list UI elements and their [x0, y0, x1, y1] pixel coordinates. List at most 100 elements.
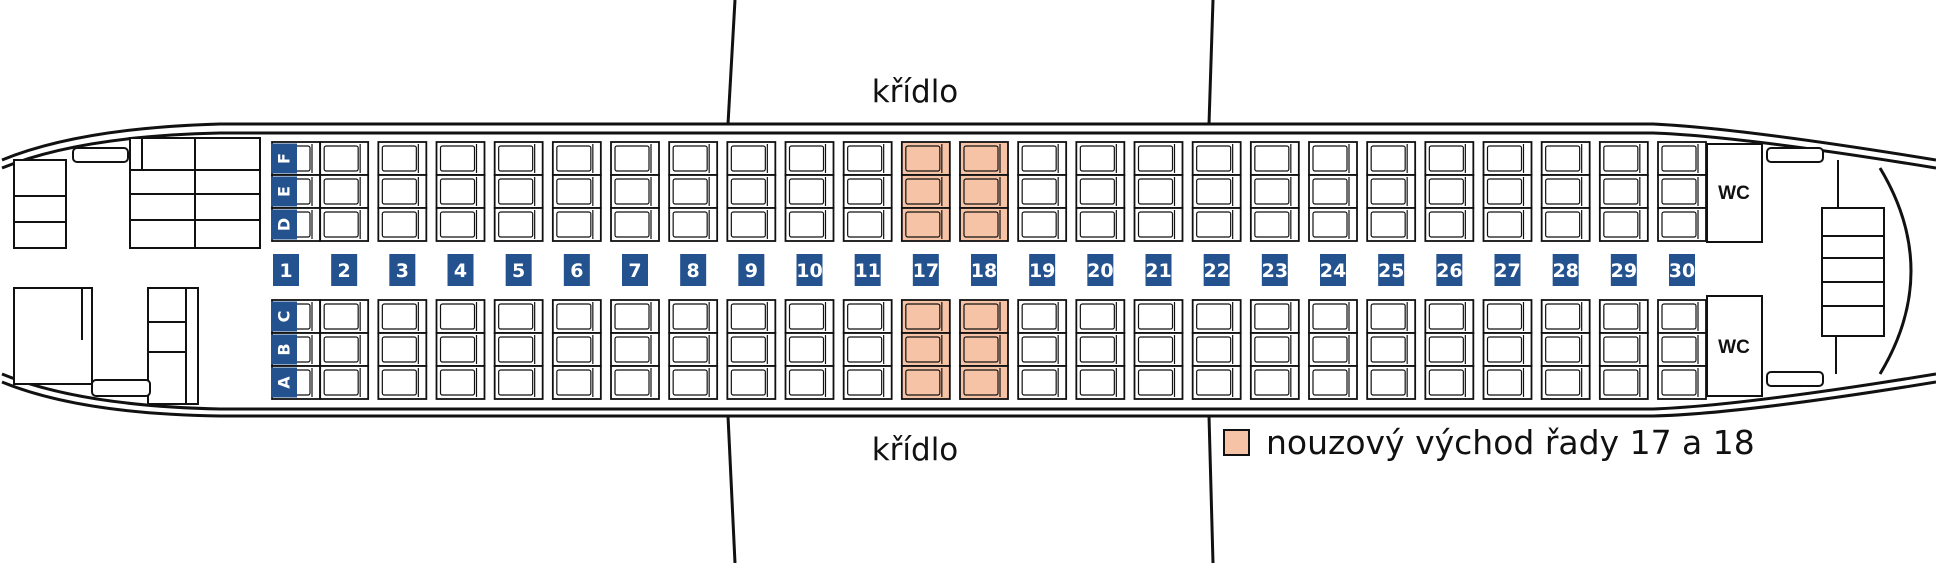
- row-number-9: 9: [745, 260, 758, 282]
- seat-8E: [668, 174, 719, 209]
- row-number-7: 7: [628, 260, 641, 282]
- seat-22B: [1191, 332, 1242, 367]
- seat-24D: [1308, 141, 1358, 176]
- seat-22A: [1191, 365, 1242, 400]
- column-letter-E: E: [275, 186, 294, 197]
- seat-28F: [1540, 207, 1591, 242]
- seat-29E: [1598, 174, 1649, 209]
- seat-27D: [1482, 141, 1533, 176]
- row-number-26: 26: [1436, 260, 1462, 282]
- seat-19A: [1017, 365, 1068, 400]
- seat-10A: [784, 365, 835, 400]
- row-number-8: 8: [687, 260, 700, 282]
- seat-3F: [377, 207, 428, 242]
- row-badge-5: 5: [505, 254, 532, 286]
- seat-23F: [1249, 207, 1300, 242]
- seat-6B: [551, 332, 602, 367]
- seat-4E: [435, 174, 486, 209]
- seat-27B: [1482, 332, 1533, 367]
- column-letter-C: C: [275, 311, 294, 323]
- seat-11A: [842, 365, 893, 400]
- column-letter-F: F: [275, 153, 294, 164]
- seat-7D: [610, 141, 660, 176]
- seat-18F: [959, 207, 1009, 242]
- wing-label-bottom: křídlo: [872, 432, 959, 468]
- seat-22C: [1191, 299, 1242, 334]
- seat-22D: [1191, 141, 1242, 176]
- row-number-2: 2: [338, 260, 351, 282]
- seat-30D: [1657, 141, 1707, 176]
- row-number-27: 27: [1494, 260, 1520, 282]
- seat-10F: [784, 207, 835, 242]
- seat-9A: [726, 365, 777, 400]
- seat-11D: [842, 141, 893, 176]
- seat-20F: [1075, 207, 1126, 242]
- seat-30C: [1657, 299, 1707, 334]
- seat-17B: [900, 332, 951, 367]
- row-badge-2: 2: [331, 254, 358, 286]
- seat-6F: [551, 207, 602, 242]
- seat-28E: [1540, 174, 1591, 209]
- seat-6D: [551, 141, 602, 176]
- column-letter-B: B: [275, 343, 294, 355]
- seat-5A: [493, 365, 544, 400]
- seat-24E: [1308, 174, 1358, 209]
- wing-label-top: křídlo: [872, 74, 959, 110]
- seat-5C: [493, 299, 544, 334]
- seat-24F: [1308, 207, 1358, 242]
- seat-8F: [668, 207, 719, 242]
- row-badge-4: 4: [447, 254, 474, 286]
- row-badge-8: 8: [680, 254, 707, 286]
- row-badge-19: 19: [1029, 254, 1055, 286]
- row-number-29: 29: [1611, 260, 1637, 282]
- seat-19E: [1017, 174, 1068, 209]
- row-badge-18: 18: [971, 254, 997, 286]
- wc-label-upper: WC: [1718, 183, 1750, 204]
- seat-29C: [1598, 299, 1649, 334]
- row-badge-3: 3: [389, 254, 416, 286]
- seat-29D: [1598, 141, 1649, 176]
- seat-27C: [1482, 299, 1533, 334]
- wing-lines: [726, 0, 1215, 563]
- row-badge-9: 9: [738, 254, 765, 286]
- seat-2B: [319, 332, 370, 367]
- seat-17E: [900, 174, 951, 209]
- seat-7E: [610, 174, 660, 209]
- row-number-20: 20: [1087, 260, 1113, 282]
- seat-19C: [1017, 299, 1068, 334]
- seat-18D: [959, 141, 1009, 176]
- row-number-18: 18: [971, 260, 997, 282]
- row-badge-10: 10: [796, 254, 823, 286]
- seat-10E: [784, 174, 835, 209]
- fuselage-outline: [1, 122, 1936, 418]
- seat-4D: [435, 141, 486, 176]
- seat-3A: [377, 365, 428, 400]
- seat-6A: [551, 365, 602, 400]
- seat-27A: [1482, 365, 1533, 400]
- seat-4A: [435, 365, 486, 400]
- seat-11B: [842, 332, 893, 367]
- column-badge-A: A: [271, 367, 297, 398]
- seat-26C: [1424, 299, 1475, 334]
- seat-21B: [1133, 332, 1184, 367]
- seat-17A: [900, 365, 951, 400]
- seat-3B: [377, 332, 428, 367]
- row-badge-20: 20: [1087, 254, 1114, 286]
- seat-25C: [1366, 299, 1417, 334]
- seat-26D: [1424, 141, 1475, 176]
- seat-20E: [1075, 174, 1126, 209]
- row-badge-29: 29: [1611, 254, 1637, 286]
- seat-6E: [551, 174, 602, 209]
- seat-17F: [900, 207, 951, 242]
- seat-25F: [1366, 207, 1417, 242]
- seat-25B: [1366, 332, 1417, 367]
- column-badge-F: F: [271, 143, 297, 174]
- row-badge-26: 26: [1436, 254, 1463, 286]
- seat-29F: [1598, 207, 1649, 242]
- seat-3C: [377, 299, 428, 334]
- row-number-19: 19: [1029, 260, 1055, 282]
- row-number-11: 11: [854, 260, 880, 282]
